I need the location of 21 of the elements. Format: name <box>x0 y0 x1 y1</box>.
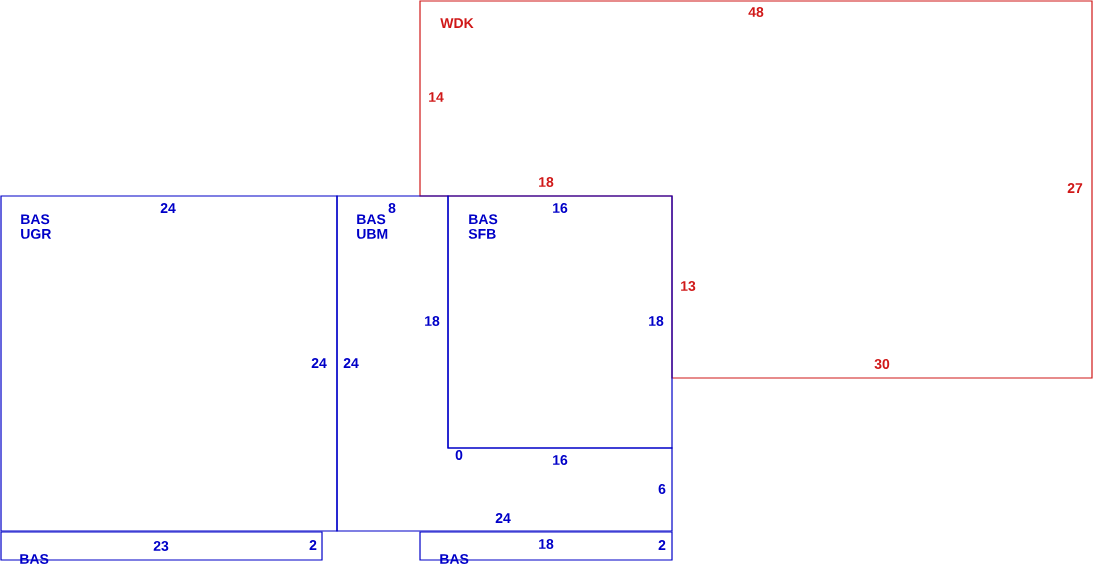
dimension-number: 18 <box>425 316 440 326</box>
dimension-number: 2 <box>658 540 666 550</box>
dimension-number: 8 <box>388 203 396 213</box>
dimension-number: 30 <box>874 359 890 369</box>
dimension-number: 14 <box>429 92 444 102</box>
dimension-number: 27 <box>1067 183 1083 193</box>
dimension-number: 23 <box>153 541 169 551</box>
dimension-number: 16 <box>553 203 568 213</box>
dimension-number: 24 <box>495 513 511 523</box>
dimension-number: 18 <box>649 316 664 326</box>
dimension-number: 16 <box>553 455 568 465</box>
dimension-number: 6 <box>658 484 666 494</box>
dimension-number: 13 <box>681 281 696 291</box>
dimension-number: 24 <box>311 358 327 368</box>
dimension-number: 18 <box>539 539 554 549</box>
dimension-number: 24 <box>160 203 176 213</box>
dimension-number: 0 <box>455 450 463 460</box>
dimension-number: 18 <box>539 177 554 187</box>
dimension-number: 2 <box>309 540 317 550</box>
dimension-number: 48 <box>748 7 764 17</box>
dimension-number: 24 <box>343 358 359 368</box>
